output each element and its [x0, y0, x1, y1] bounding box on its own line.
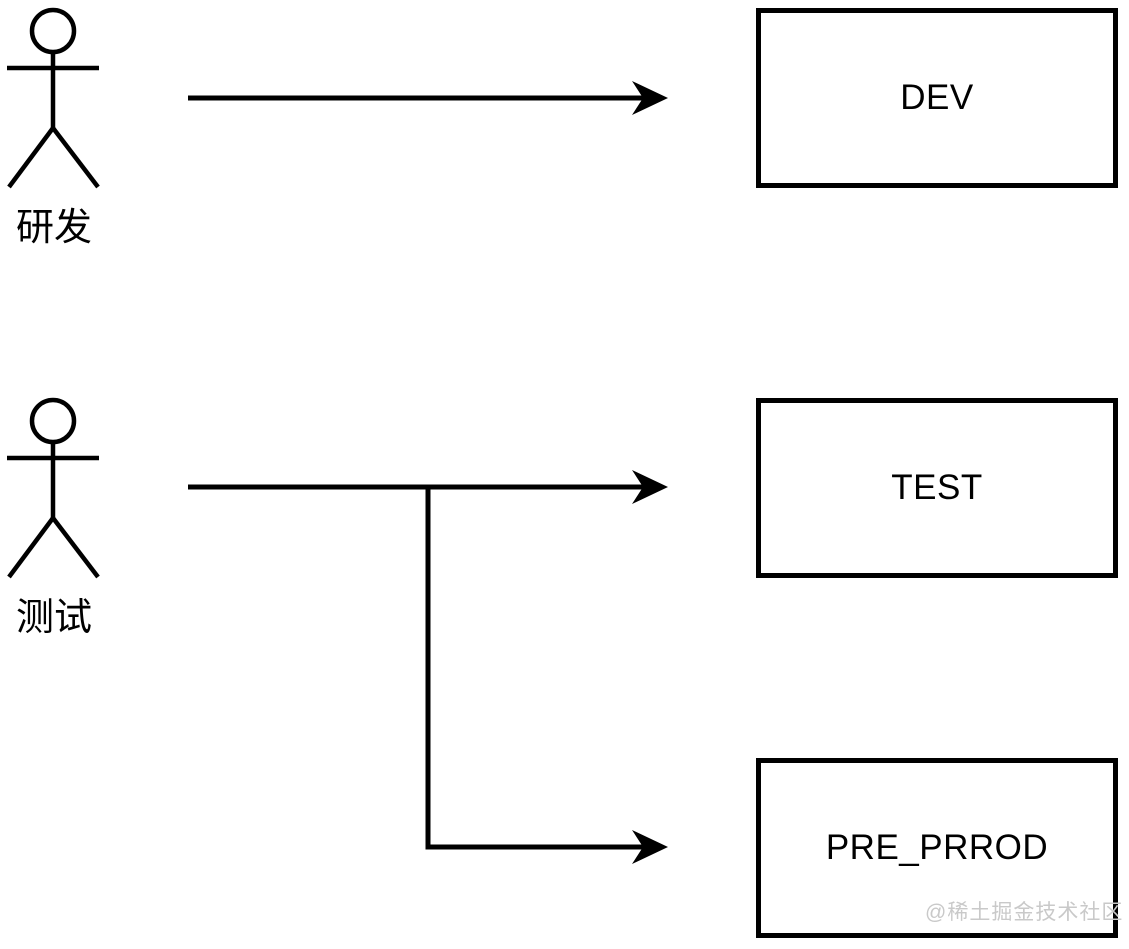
- node-preprod-label: PRE_PRROD: [825, 828, 1049, 867]
- node-dev-label: DEV: [900, 78, 974, 117]
- edge-test-arrow: [188, 470, 668, 504]
- watermark: @稀土掘金技术社区: [925, 901, 1124, 924]
- actor-person-test-icon: [7, 397, 100, 579]
- actor-test-label: 测试: [16, 597, 93, 639]
- node-test-label: TEST: [891, 468, 983, 507]
- node-preprod: PRE_PRROD: [756, 758, 1118, 938]
- node-test: TEST: [756, 398, 1118, 578]
- actor-dev-label: 研发: [16, 207, 93, 249]
- edge-preprod-arrow: [425, 487, 668, 864]
- actor-person-dev-icon: [7, 7, 100, 189]
- node-dev: DEV: [756, 8, 1118, 188]
- edge-dev-arrow: [188, 81, 668, 115]
